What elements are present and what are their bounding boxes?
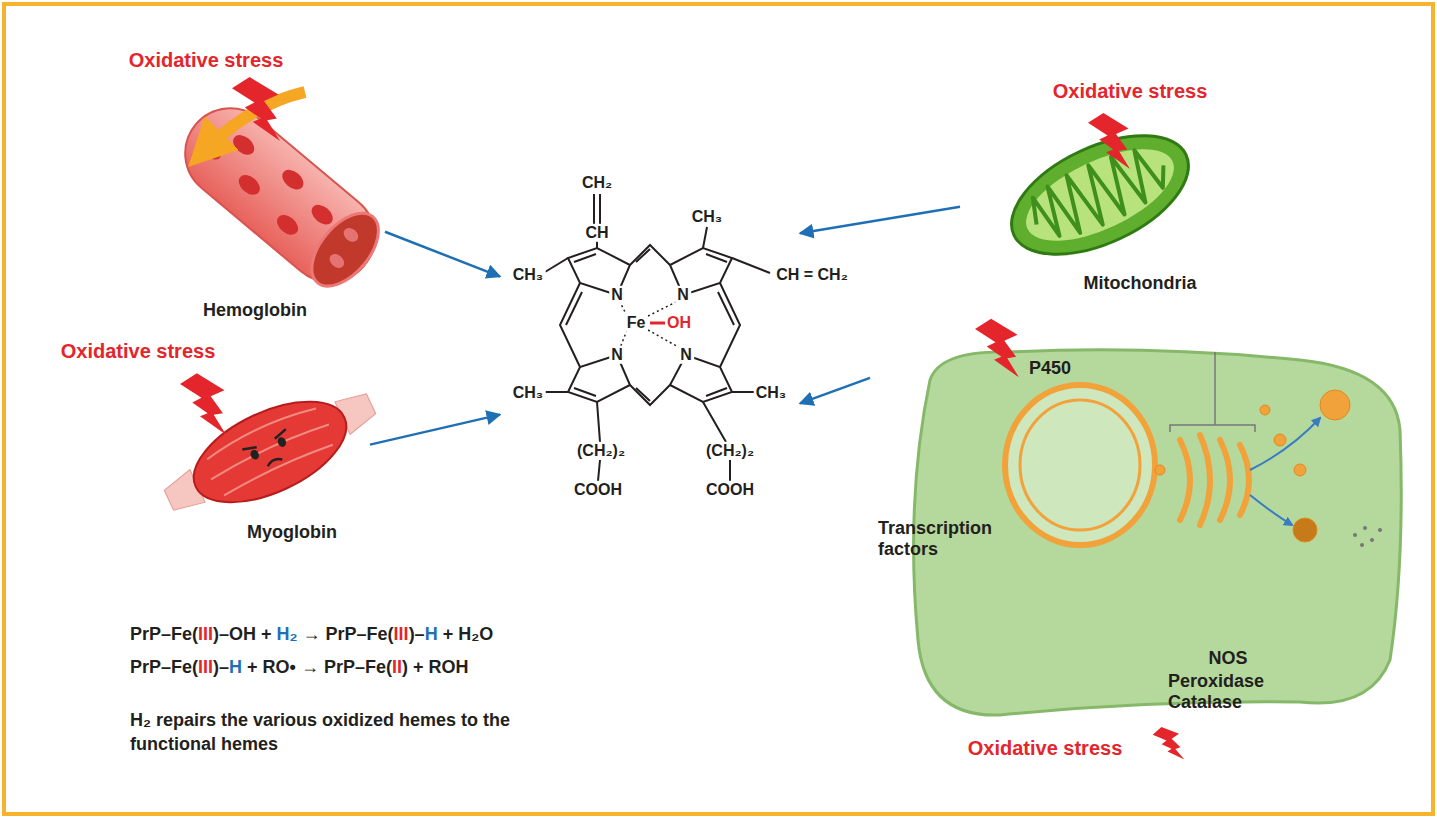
nucleus-inner bbox=[1020, 400, 1140, 530]
muscle bbox=[152, 368, 389, 535]
arrow-connector bbox=[800, 207, 960, 234]
organelle-label: P450 bbox=[1029, 358, 1071, 379]
chem-label: CH bbox=[583, 224, 610, 242]
organelle-label: Transcription factors bbox=[878, 518, 1028, 559]
chem-label: CH₃ bbox=[511, 384, 546, 402]
stress-label: Oxidative stress bbox=[1053, 80, 1208, 103]
mitochondria-group: Oxidative stressMitochondria bbox=[960, 70, 1240, 300]
arrow-connector bbox=[800, 378, 870, 404]
heme-skeleton bbox=[545, 194, 770, 481]
chem-label: CH₃ bbox=[511, 266, 546, 284]
nucleus bbox=[1005, 385, 1155, 545]
lightning bbox=[1152, 724, 1185, 764]
blood-vessel bbox=[167, 90, 393, 300]
stress-label: Oxidative stress bbox=[129, 49, 284, 72]
chem-label: COOH bbox=[572, 481, 624, 499]
chem-label: OH bbox=[665, 314, 693, 332]
arrow-connector bbox=[370, 415, 500, 445]
fe-oh-bond bbox=[650, 322, 665, 325]
heme-structure: CH₂CHCH₃CH₃CH = CH₂NNFeOHNNCH₃CH₃(CH₂)₂(… bbox=[500, 170, 800, 505]
frame bbox=[4, 4, 1433, 814]
chem-label: N bbox=[675, 286, 691, 304]
transport-arrow bbox=[1250, 418, 1320, 470]
chem-label: (CH₂)₂ bbox=[575, 442, 627, 460]
note: H₂ repairs the various oxidized hemes to… bbox=[130, 708, 530, 757]
hemoglobin-group: Oxidative stressHemoglobin bbox=[115, 38, 385, 325]
exocytosis-dots bbox=[1353, 526, 1382, 547]
chem-label: (CH₂)₂ bbox=[704, 442, 756, 460]
part-name: Mitochondria bbox=[1084, 273, 1197, 294]
lightning bbox=[1088, 113, 1130, 169]
bracket bbox=[1170, 352, 1255, 432]
vesicles bbox=[1155, 390, 1350, 542]
organelle-label: NOS bbox=[1208, 648, 1247, 669]
chem-label: CH₃ bbox=[690, 208, 725, 226]
chem-label: N bbox=[678, 346, 694, 364]
part-name: Hemoglobin bbox=[203, 300, 307, 321]
reaction-equation: PrP–Fe(III)–H + RO• → PrP–Fe(II) + ROH bbox=[130, 655, 468, 679]
myoglobin-group: Oxidative stressMyoglobin bbox=[50, 335, 370, 550]
chem-label: Fe bbox=[625, 314, 648, 332]
stress-label: Oxidative stress bbox=[968, 737, 1123, 760]
lightning bbox=[975, 319, 1019, 378]
chem-label: N bbox=[609, 286, 625, 304]
cell-group: P450Transcription factorsNOSPeroxidase C… bbox=[870, 345, 1415, 775]
chem-label: N bbox=[609, 346, 625, 364]
reaction-equation: PrP–Fe(III)–OH + H₂ → PrP–Fe(III)–H + H₂… bbox=[130, 622, 493, 646]
lightning bbox=[180, 373, 226, 434]
chem-label: CH₃ bbox=[754, 384, 789, 402]
chem-label: CH = CH₂ bbox=[774, 266, 850, 284]
stress-label: Oxidative stress bbox=[61, 340, 216, 363]
transport-arrow bbox=[1250, 495, 1292, 525]
arrow-connector bbox=[385, 232, 500, 277]
golgi bbox=[1180, 435, 1249, 525]
chem-label: COOH bbox=[704, 481, 756, 499]
chem-label: CH₂ bbox=[580, 174, 614, 192]
mitochondrion bbox=[994, 111, 1207, 278]
part-name: Myoglobin bbox=[247, 522, 337, 543]
organelle-label: Peroxidase Catalase bbox=[1168, 671, 1293, 712]
lightning bbox=[232, 77, 280, 141]
